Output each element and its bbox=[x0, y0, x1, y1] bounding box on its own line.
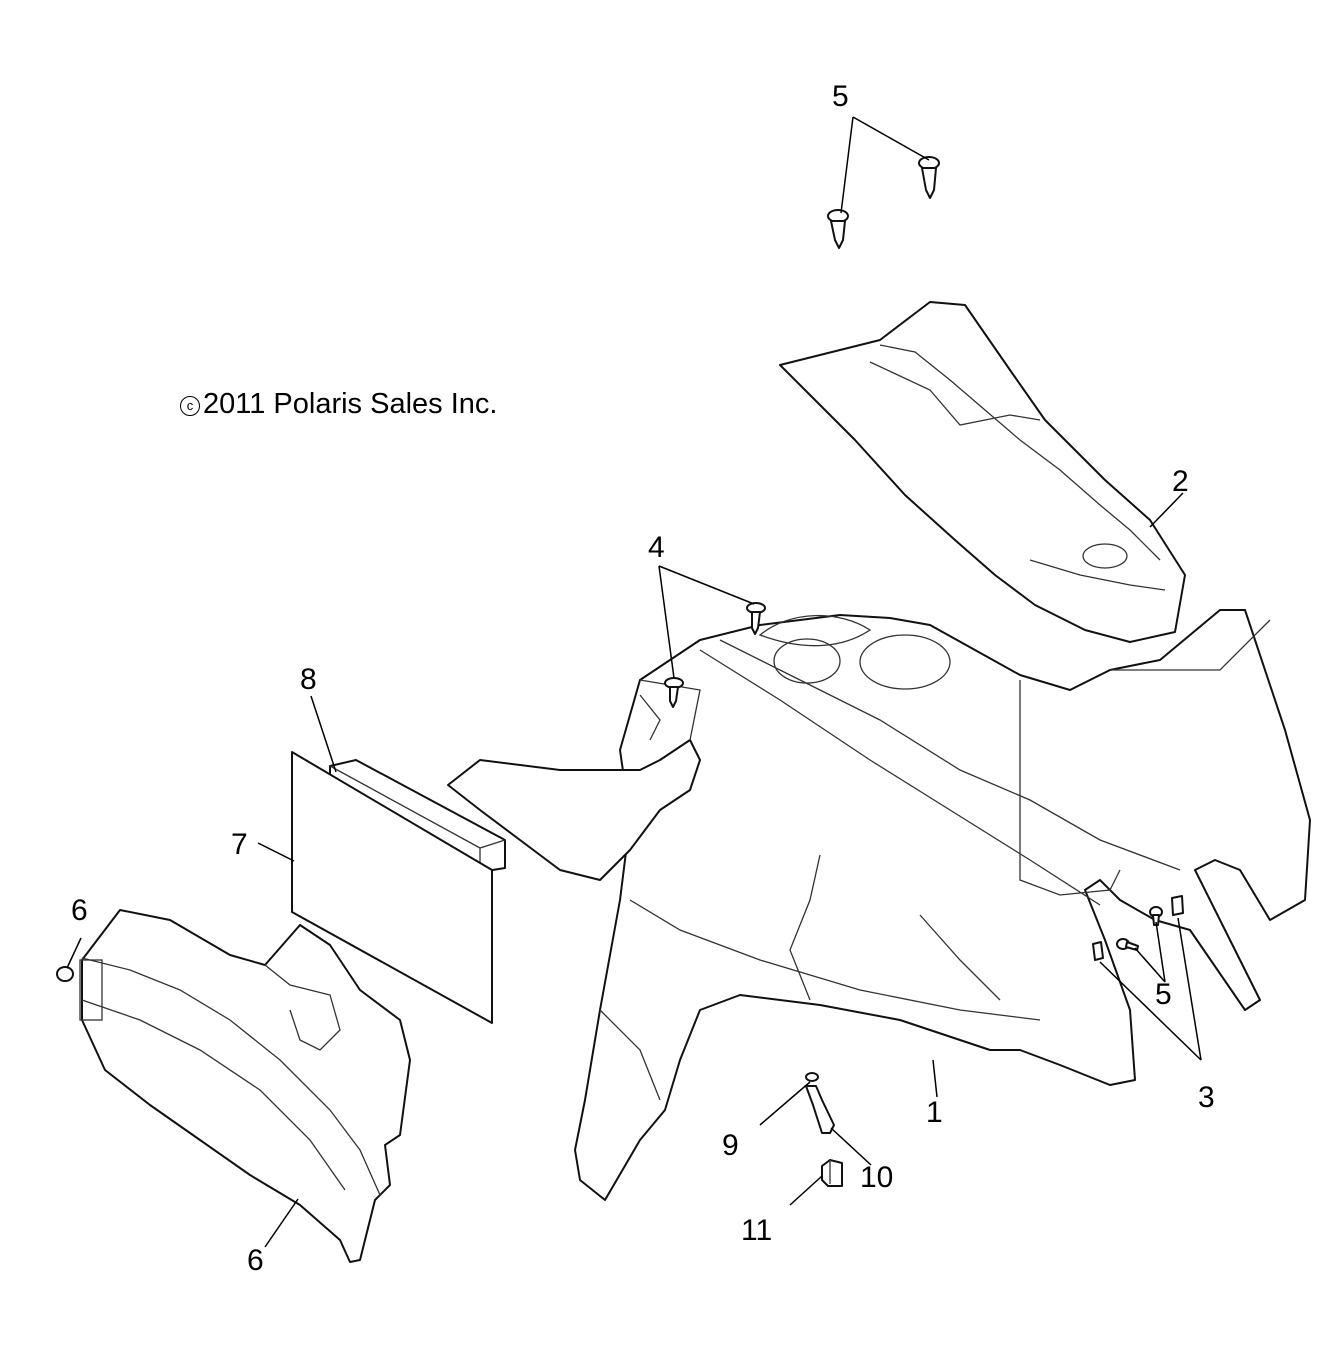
part-6-rivet-top-left bbox=[827, 209, 849, 249]
part-7-side-panel bbox=[79, 909, 411, 1263]
callout-8: 7 bbox=[231, 828, 248, 861]
part-12-clamp bbox=[821, 1159, 843, 1187]
part-1-front-fender bbox=[574, 609, 1311, 1201]
part-6-rivet-left bbox=[56, 966, 74, 982]
callout-11: 10 bbox=[860, 1161, 893, 1194]
part-4-screw-upper bbox=[746, 602, 766, 635]
part-3-clip-a bbox=[1171, 895, 1184, 916]
copyright-symbol: c bbox=[180, 396, 200, 416]
callout-10: 9 bbox=[722, 1129, 739, 1162]
part-10-fitting bbox=[805, 1072, 819, 1082]
part-6-rivet-top-right bbox=[918, 156, 940, 199]
part-11-hose bbox=[805, 1085, 835, 1134]
part-1-left-wing bbox=[447, 679, 701, 881]
copyright-text: 2011 Polaris Sales Inc. bbox=[203, 388, 498, 420]
callout-3: 3 bbox=[1198, 1081, 1215, 1114]
callout-2: 2 bbox=[1172, 465, 1189, 498]
callout-7: 6 bbox=[247, 1244, 264, 1277]
callout-labels: 5 2 4 8 7 6 6 1 5 3 9 10 11 bbox=[71, 80, 1215, 1277]
callout-5: 5 bbox=[1155, 978, 1172, 1011]
callout-1: 1 bbox=[926, 1096, 943, 1129]
part-8-decal-sheet bbox=[291, 751, 493, 1024]
leader-lines bbox=[66, 116, 1202, 1248]
callout-6-top: 5 bbox=[832, 80, 849, 113]
callout-6-left: 6 bbox=[71, 894, 88, 927]
part-5-screw-a bbox=[1149, 906, 1163, 926]
part-9-foam-strip bbox=[329, 759, 506, 873]
callout-4: 4 bbox=[648, 531, 665, 564]
part-3-clip-b bbox=[1092, 941, 1104, 961]
callout-9: 8 bbox=[300, 663, 317, 696]
callout-12: 11 bbox=[741, 1214, 772, 1247]
part-2-top-cover bbox=[779, 301, 1186, 643]
